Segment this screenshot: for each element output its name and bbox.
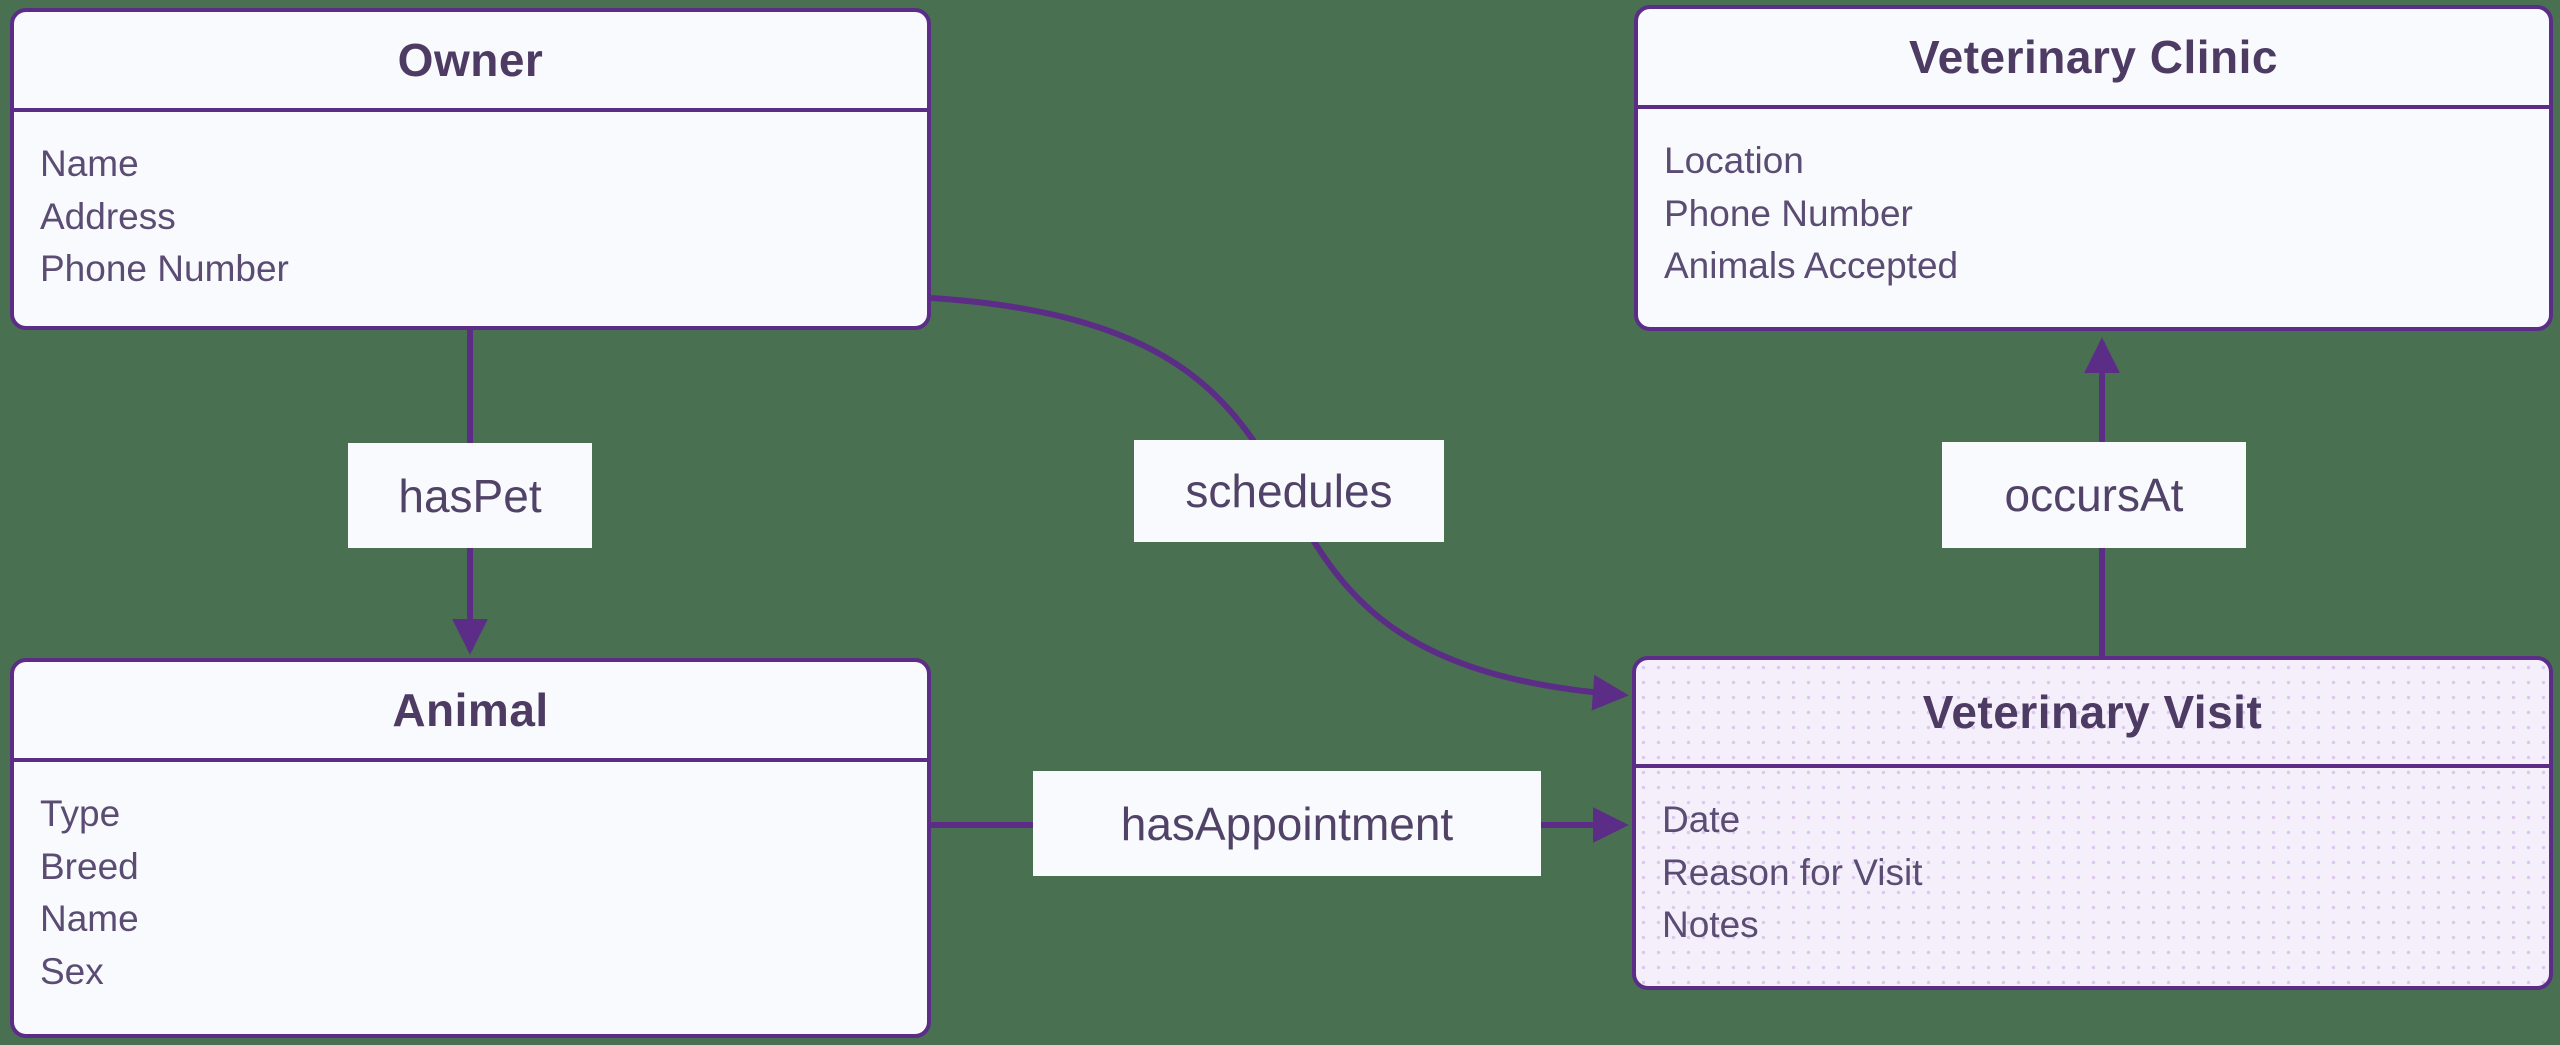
entity-title-veterinary-visit: Veterinary Visit — [1636, 660, 2549, 768]
relationship-label-haspet[interactable]: hasPet — [348, 443, 592, 548]
entity-title-animal: Animal — [14, 662, 927, 762]
relationship-label-hasappointment[interactable]: hasAppointment — [1033, 771, 1541, 876]
entity-box-animal[interactable]: Animal Type Breed Name Sex — [10, 658, 931, 1038]
entity-attributes-animal: Type Breed Name Sex — [14, 762, 927, 998]
attribute: Breed — [40, 845, 139, 887]
attribute: Date — [1662, 799, 1741, 840]
entity-box-veterinary-clinic[interactable]: Veterinary Clinic Location Phone Number … — [1634, 5, 2553, 331]
entity-attributes-veterinary-clinic: Location Phone Number Animals Accepted — [1638, 109, 2549, 293]
entity-box-veterinary-visit[interactable]: Veterinary Visit Date Reason for Visit N… — [1632, 656, 2553, 990]
attribute: Name — [40, 898, 139, 940]
entity-title-owner: Owner — [14, 12, 927, 112]
relationship-label-schedules[interactable]: schedules — [1134, 440, 1444, 542]
relationship-label-occursat[interactable]: occursAt — [1942, 442, 2246, 548]
entity-attributes-veterinary-visit: Date Reason for Visit Notes — [1636, 768, 2549, 952]
attribute: Phone Number — [40, 248, 289, 290]
attribute: Notes — [1662, 904, 1759, 946]
attribute: Type — [40, 793, 121, 834]
attribute: Animals Accepted — [1664, 245, 1959, 287]
entity-box-owner[interactable]: Owner Name Address Phone Number — [10, 8, 931, 330]
attribute: Reason for Visit — [1662, 851, 1923, 893]
entity-title-veterinary-clinic: Veterinary Clinic — [1638, 9, 2549, 109]
attribute: Location — [1664, 140, 1804, 181]
entity-attributes-owner: Name Address Phone Number — [14, 112, 927, 296]
attribute: Phone Number — [1664, 192, 1913, 234]
attribute: Sex — [40, 950, 104, 992]
attribute: Address — [40, 195, 176, 237]
attribute: Name — [40, 143, 139, 184]
